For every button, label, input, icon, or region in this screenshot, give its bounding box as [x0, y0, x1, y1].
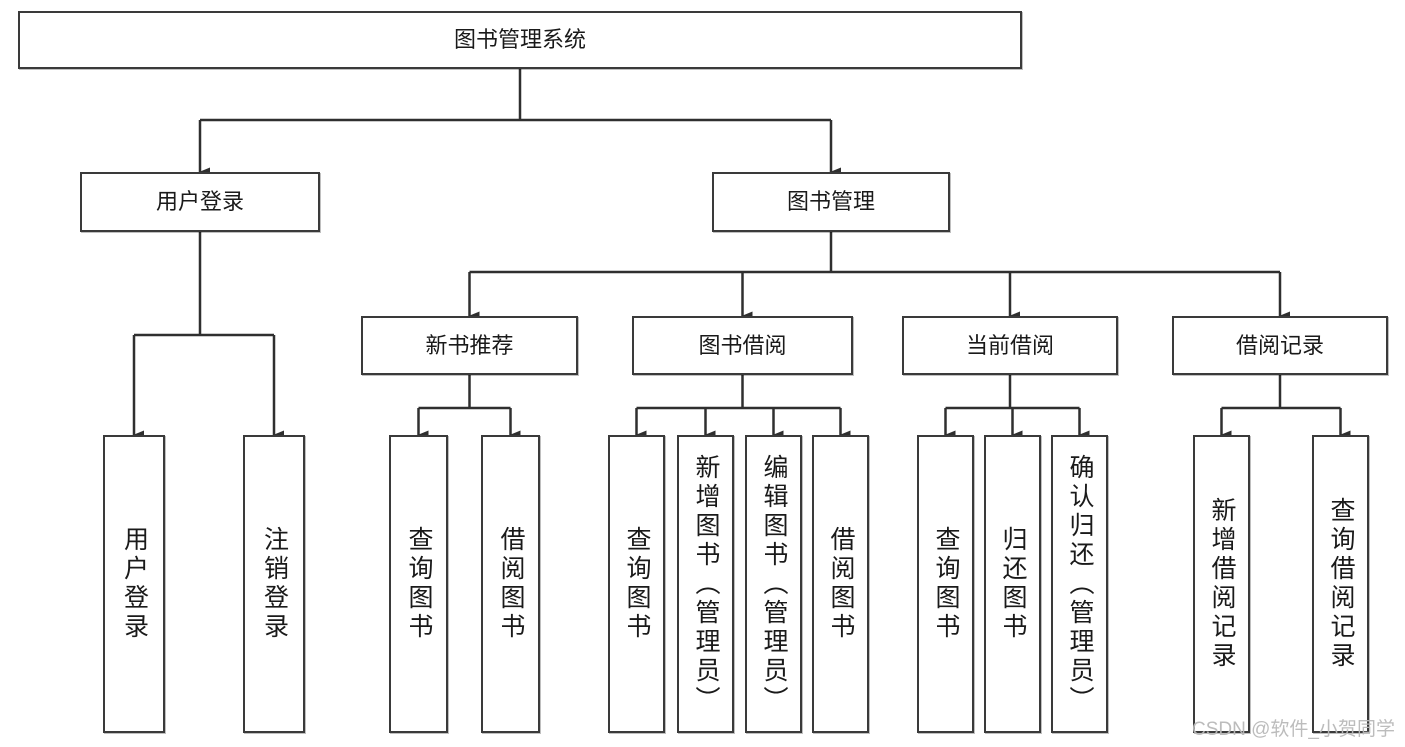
node-leaf-cur-2[interactable]: 归还图书: [984, 435, 1041, 733]
node-label: 借阅图书: [497, 526, 525, 642]
node-leaf-rec-2[interactable]: 查询借阅记录: [1312, 435, 1369, 733]
node-leaf-cur-1[interactable]: 查询图书: [917, 435, 974, 733]
node-root[interactable]: 图书管理系统: [18, 11, 1022, 69]
node-leaf-bor-3[interactable]: 编辑图书（管理员）: [745, 435, 802, 733]
edge-group: [132, 69, 1351, 440]
watermark-text: CSDN @软件_小贺同学: [1192, 719, 1395, 740]
node-leaf-new-1[interactable]: 查询图书: [389, 435, 448, 733]
node-leaf-rec-1[interactable]: 新增借阅记录: [1193, 435, 1250, 733]
node-current[interactable]: 当前借阅: [902, 316, 1118, 375]
node-label: 新书推荐: [425, 332, 514, 358]
node-label: 查询借阅记录: [1327, 497, 1355, 671]
node-leaf-bor-4[interactable]: 借阅图书: [812, 435, 869, 733]
node-label: 查询图书: [405, 526, 433, 642]
node-label: 用户登录: [155, 189, 244, 215]
node-leaf-new-2[interactable]: 借阅图书: [481, 435, 540, 733]
node-label: 借阅记录: [1235, 332, 1324, 358]
node-label: 当前借阅: [965, 332, 1054, 358]
node-leaf-bor-2[interactable]: 新增图书（管理员）: [677, 435, 734, 733]
node-label: 新增借阅记录: [1208, 497, 1236, 671]
node-label: 注销登录: [260, 526, 289, 642]
node-label: 图书借阅: [698, 332, 787, 358]
node-records[interactable]: 借阅记录: [1172, 316, 1388, 375]
node-label: 图书管理: [786, 189, 875, 215]
node-label: 图书管理系统: [453, 27, 586, 53]
node-leaf-login-2[interactable]: 注销登录: [243, 435, 305, 733]
node-borrow[interactable]: 图书借阅: [632, 316, 853, 375]
node-leaf-bor-1[interactable]: 查询图书: [608, 435, 665, 733]
node-label: 归还图书: [999, 526, 1027, 642]
node-label: 确认归还（管理员）: [1066, 453, 1094, 715]
node-newbook[interactable]: 新书推荐: [361, 316, 578, 375]
node-leaf-login-1[interactable]: 用户登录: [103, 435, 165, 733]
node-label: 新增图书（管理员）: [692, 453, 720, 715]
node-label: 用户登录: [120, 526, 149, 642]
node-bookmgmt[interactable]: 图书管理: [712, 172, 950, 232]
node-label: 借阅图书: [827, 526, 855, 642]
node-leaf-cur-3[interactable]: 确认归还（管理员）: [1051, 435, 1108, 733]
node-label: 查询图书: [932, 526, 960, 642]
node-label: 查询图书: [623, 526, 651, 642]
node-login[interactable]: 用户登录: [80, 172, 320, 232]
node-label: 编辑图书（管理员）: [760, 453, 788, 715]
